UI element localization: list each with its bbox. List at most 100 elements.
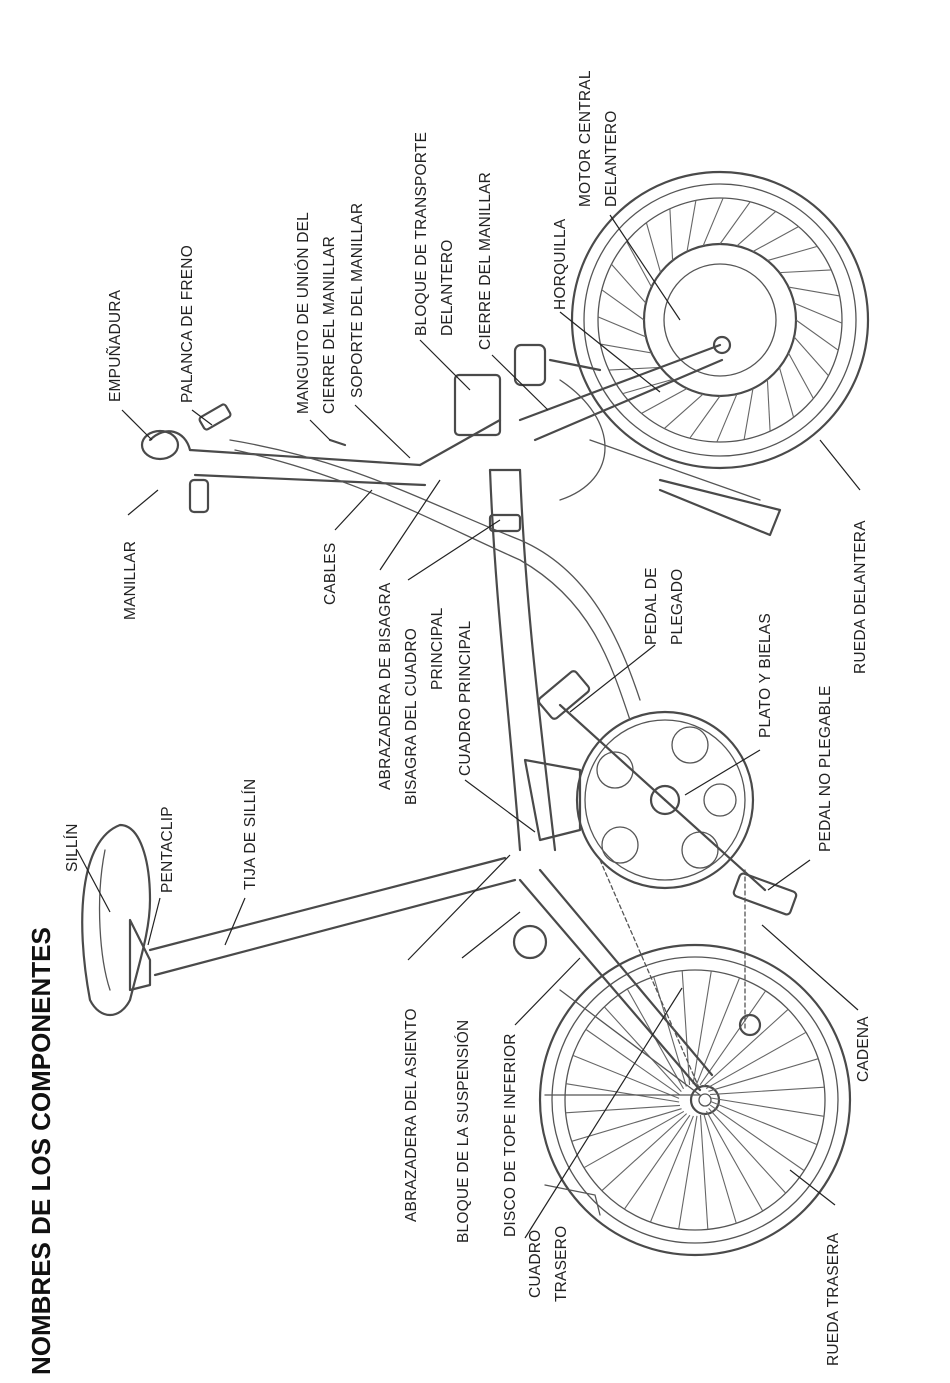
wheel-spoke xyxy=(626,241,653,288)
label-soporte-manillar: SOPORTE DEL MANILLAR xyxy=(349,203,366,398)
label-abrazadera-bisagra-1: ABRAZADERA DE BISAGRA xyxy=(377,582,394,790)
label-manguito-1: MANGUITO DE UNIÓN DEL xyxy=(295,212,312,414)
wheel-spoke xyxy=(649,1115,694,1223)
front-wheel xyxy=(570,170,870,470)
label-plato: PLATO Y BIELAS xyxy=(757,613,774,738)
wheel-spoke xyxy=(597,316,647,338)
wheel-spoke xyxy=(622,378,673,395)
wheel-spoke xyxy=(600,343,652,354)
saddle xyxy=(81,823,152,1016)
wheel-spoke xyxy=(795,319,839,351)
label-cadena: CADENA xyxy=(855,1016,872,1082)
wheel-spoke xyxy=(779,269,832,274)
label-horquilla: HORQUILLA xyxy=(552,218,569,310)
component-labels: SILLÍN PENTACLIP TIJA DE SILLÍN EMPUÑADU… xyxy=(64,70,872,1366)
wheel-spoke xyxy=(793,336,829,377)
wheel-spoke xyxy=(689,395,721,439)
wheel-spoke xyxy=(752,226,799,253)
wheel-spoke xyxy=(585,1028,681,1096)
wheel-spoke xyxy=(663,393,704,429)
label-pedal-no-plegable: PEDAL NO PLEGABLE xyxy=(817,685,834,852)
label-motor-1: MOTOR CENTRAL xyxy=(577,70,594,207)
wheel-spoke xyxy=(778,367,795,418)
wheel-spoke xyxy=(583,1110,685,1169)
wheel-spoke xyxy=(705,1031,807,1090)
wheel-spoke xyxy=(696,977,741,1085)
wheel-spoke xyxy=(669,208,674,261)
wheel-spoke xyxy=(601,289,645,321)
leader-lines xyxy=(76,214,861,1239)
wheel-spoke xyxy=(645,222,662,273)
wheel-spoke xyxy=(692,970,712,1085)
wheel-spoke xyxy=(710,1086,825,1096)
label-disco-tope: DISCO DE TOPE INFERIOR xyxy=(502,1033,519,1237)
wheel-spoke xyxy=(703,1113,737,1224)
wheel-spoke xyxy=(601,1113,688,1192)
label-pedal-plegado-1: PEDAL DE xyxy=(643,567,660,645)
wheel-spoke xyxy=(793,302,843,324)
wheel-spoke xyxy=(767,245,818,262)
wheel-spoke xyxy=(681,970,691,1085)
wheel-spoke xyxy=(702,1008,789,1087)
wheel-spoke xyxy=(702,197,724,247)
label-palanca-freno: PALANCA DE FRENO xyxy=(179,245,196,403)
label-abrazadera-asiento: ABRAZADERA DEL ASIENTO xyxy=(403,1008,420,1222)
cables xyxy=(229,379,641,721)
label-empunadura: EMPUÑADURA xyxy=(107,289,124,402)
rear-wheel xyxy=(538,943,852,1257)
label-pedal-plegado-2: PLEGADO xyxy=(669,569,686,645)
fork xyxy=(453,343,782,537)
wheel-spoke xyxy=(611,263,647,304)
label-cables: CABLES xyxy=(322,543,339,605)
label-bloque-suspension: BLOQUE DE LA SUSPENSIÓN xyxy=(455,1020,472,1243)
wheel-spoke xyxy=(766,379,771,432)
wheel-spoke xyxy=(743,388,754,440)
wheel-spoke xyxy=(678,1115,698,1230)
wheel-spoke xyxy=(716,393,738,443)
chain xyxy=(599,859,746,1091)
wheel-spoke xyxy=(710,1101,818,1146)
wheel-spoke xyxy=(708,1058,819,1092)
wheel-spoke xyxy=(708,1107,787,1194)
label-cierre-manillar: CIERRE DEL MANILLAR xyxy=(477,172,494,350)
label-cuadro-trasero-1: CUADRO xyxy=(527,1230,544,1298)
label-bloque-transporte-1: BLOQUE DE TRANSPORTE xyxy=(413,132,430,336)
page-title: NOMBRES DE LOS COMPONENTES xyxy=(26,927,56,1375)
label-motor-2: DELANTERO xyxy=(603,110,620,207)
wheel-spoke xyxy=(699,1115,709,1230)
bicycle-illustration xyxy=(81,170,870,1257)
wheel-spoke xyxy=(653,976,687,1087)
wheel-spoke xyxy=(641,387,688,414)
rear-frame xyxy=(512,868,762,1216)
wheel-spoke xyxy=(787,352,814,399)
wheel-spoke xyxy=(686,200,697,252)
wheel-spoke xyxy=(705,1110,764,1212)
label-cuadro-trasero-2: TRASERO xyxy=(553,1226,570,1302)
wheel-spoke xyxy=(788,286,840,297)
wheel-spoke xyxy=(571,1108,682,1142)
seat-post xyxy=(148,856,517,977)
label-cuadro-principal: CUADRO PRINCIPAL xyxy=(457,620,474,776)
wheel-spoke xyxy=(623,1114,691,1210)
pedals xyxy=(537,670,798,916)
label-tija: TIJA DE SILLÍN xyxy=(242,779,259,890)
wheel-spoke xyxy=(719,201,751,245)
label-abrazadera-bisagra-3: PRINCIPAL xyxy=(429,607,446,690)
main-frame xyxy=(488,468,582,852)
wheel-spoke xyxy=(565,1083,680,1103)
handlebar-assembly xyxy=(140,403,502,514)
label-abrazadera-bisagra-2: BISAGRA DEL CUADRO xyxy=(403,628,420,805)
wheel-spoke xyxy=(699,990,767,1086)
label-bloque-transporte-2: DELANTERO xyxy=(439,239,456,336)
wheel-spoke xyxy=(709,1104,805,1172)
label-sillin: SILLÍN xyxy=(64,823,81,872)
label-pentaclip: PENTACLIP xyxy=(159,806,176,893)
hinge-clamp xyxy=(488,513,522,533)
wheel-spoke xyxy=(736,211,777,247)
wheel-spoke xyxy=(608,366,661,371)
label-manillar: MANILLAR xyxy=(122,541,139,620)
label-rueda-delantera: RUEDA DELANTERA xyxy=(852,520,869,674)
label-manguito-2: CIERRE DEL MANILLAR xyxy=(321,236,338,414)
label-rueda-trasera: RUEDA TRASERA xyxy=(825,1232,842,1366)
